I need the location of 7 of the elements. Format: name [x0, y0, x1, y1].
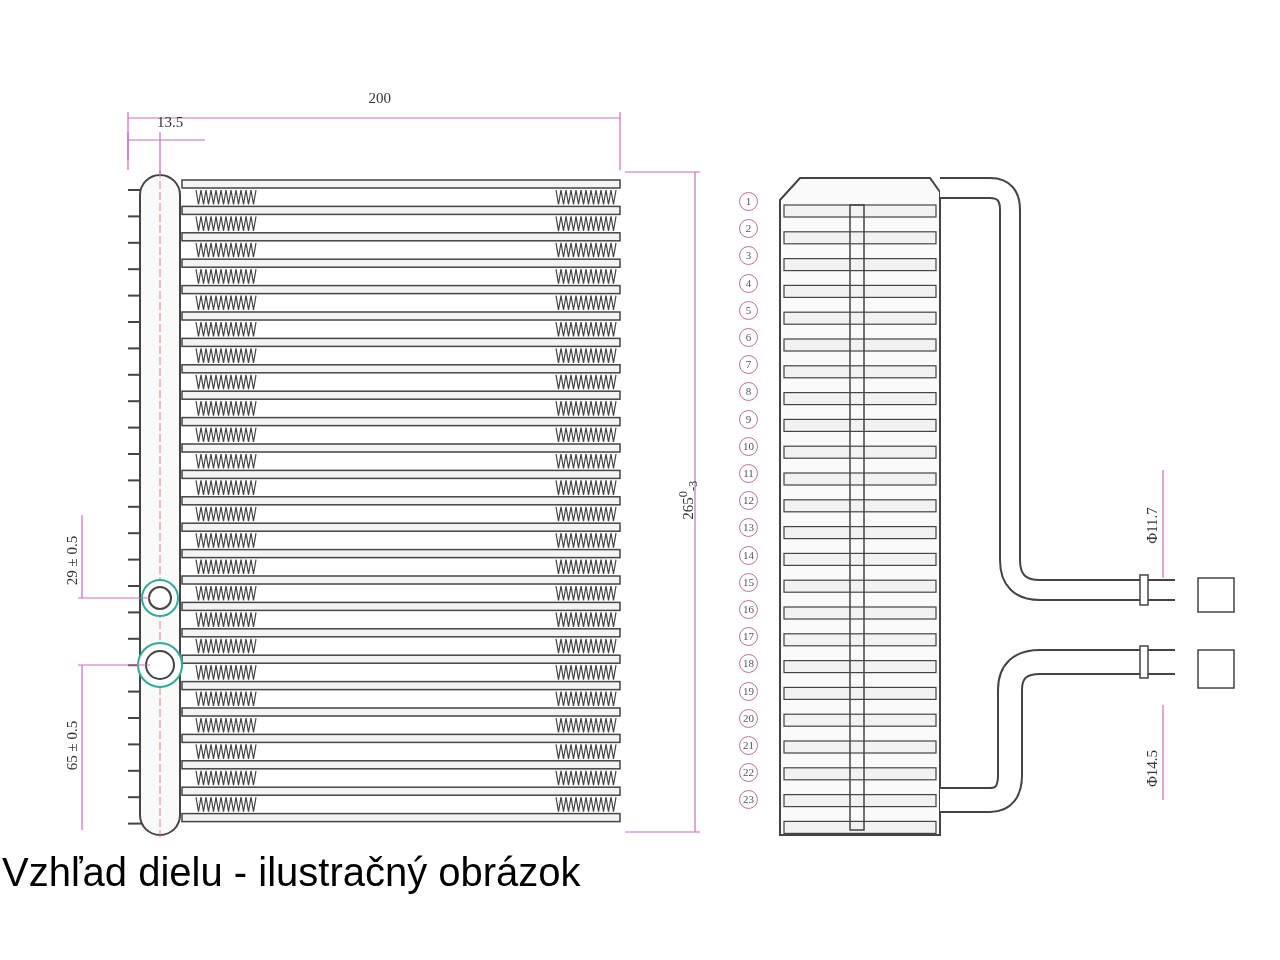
caption: Vzhľad dielu - ilustračný obrázok: [2, 852, 581, 892]
dimension-label: 65 ± 0.5: [64, 720, 80, 770]
dimension-label: 29 ± 0.5: [64, 535, 80, 585]
dimension-label: Φ11.7: [1144, 506, 1160, 544]
dimension-label: 200: [368, 90, 391, 106]
dimension-label: 13.5: [157, 114, 184, 130]
dimension-label: Φ14.5: [1144, 749, 1160, 787]
